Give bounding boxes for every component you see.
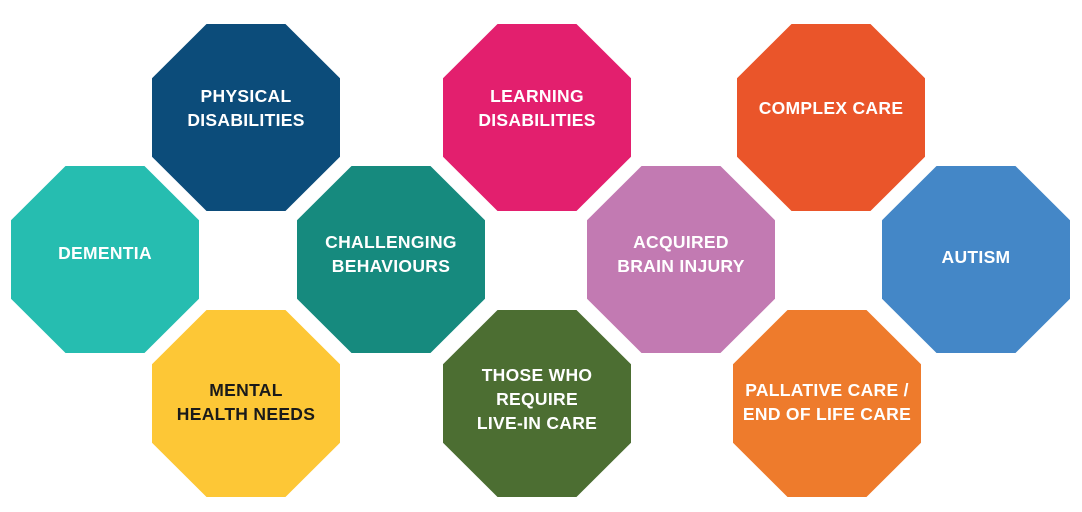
octagon-autism: AUTISM (882, 166, 1070, 353)
octagon-label: MENTAL HEALTH NEEDS (176, 379, 316, 424)
octagon-live-in-care: THOSE WHO REQUIRE LIVE-IN CARE (443, 310, 631, 497)
octagon-label: CHALLENGING BEHAVIOURS (325, 231, 457, 276)
octagon-dementia: DEMENTIA (11, 166, 199, 353)
octagon-label: COMPLEX CARE (758, 97, 904, 118)
octagon-challenging-behaviours: CHALLENGING BEHAVIOURS (297, 166, 485, 353)
octagon-palliative-care: PALLATIVE CARE / END OF LIFE CARE (733, 310, 921, 497)
octagon-label: THOSE WHO REQUIRE LIVE-IN CARE (476, 364, 598, 433)
octagon-physical-disabilities: PHYSICAL DISABILITIES (152, 24, 340, 211)
octagon-acquired-brain-injury: ACQUIRED BRAIN INJURY (587, 166, 775, 353)
octagon-complex-care: COMPLEX CARE (737, 24, 925, 211)
octagon-label: DEMENTIA (58, 242, 152, 263)
octagon-label: PALLATIVE CARE / END OF LIFE CARE (742, 379, 912, 424)
octagon-label: PHYSICAL DISABILITIES (187, 85, 305, 130)
octagon-label: ACQUIRED BRAIN INJURY (617, 231, 745, 276)
octagon-mental-health-needs: MENTAL HEALTH NEEDS (152, 310, 340, 497)
octagon-learning-disabilities: LEARNING DISABILITIES (443, 24, 631, 211)
octagon-label: LEARNING DISABILITIES (478, 85, 596, 130)
octagon-label: AUTISM (941, 246, 1011, 267)
